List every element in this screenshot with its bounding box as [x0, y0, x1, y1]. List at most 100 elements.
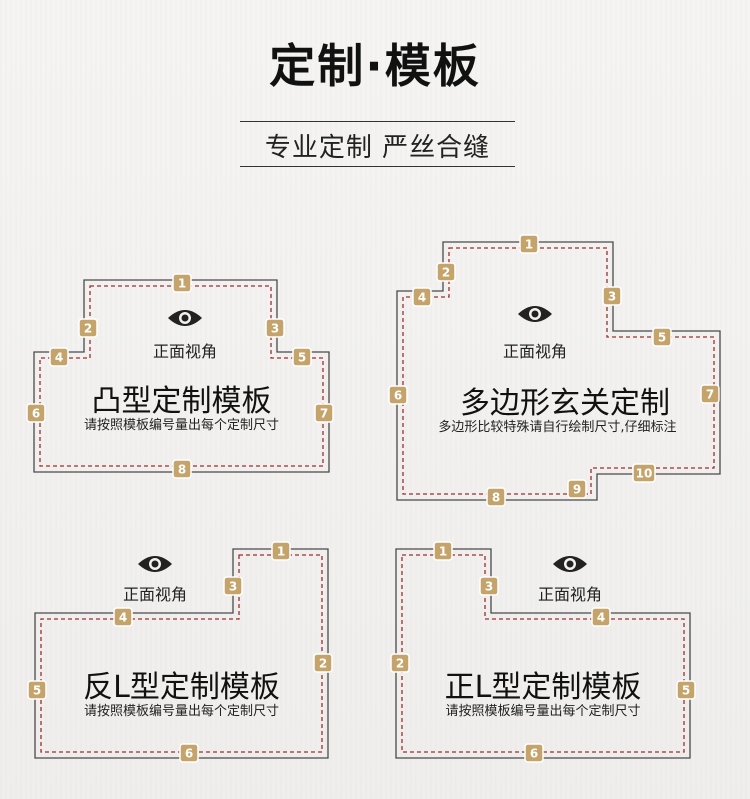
reverse-l-dashed-path	[40, 554, 323, 753]
edge-number-marker: 1	[271, 541, 291, 561]
marker-number: 7	[706, 388, 714, 402]
edge-number-marker: 5	[652, 327, 672, 347]
marker-number: 9	[573, 483, 581, 497]
edge-number-marker: 1	[172, 273, 192, 293]
edge-number-marker: 7	[700, 384, 720, 404]
edge-number-marker: 3	[479, 576, 499, 596]
marker-badge	[602, 286, 622, 306]
edge-number-marker: 5	[27, 680, 47, 700]
edge-number-marker: 4	[49, 347, 69, 367]
marker-number: 10	[636, 467, 653, 481]
marker-badge	[172, 273, 192, 293]
shape-title: 多边形玄关定制	[460, 386, 670, 421]
marker-badge	[632, 463, 656, 483]
marker-badge	[113, 607, 133, 627]
edge-number-marker: 10	[632, 463, 656, 483]
edge-number-marker: 2	[313, 653, 333, 673]
edge-number-marker: 6	[26, 403, 46, 423]
edge-number-marker: 4	[591, 607, 611, 627]
view-label: 正面视角	[502, 342, 567, 361]
marker-badge	[265, 318, 285, 338]
marker-number: 8	[178, 463, 186, 477]
eye-icon	[167, 306, 203, 334]
edge-number-marker: 4	[113, 607, 133, 627]
marker-badge	[519, 234, 539, 254]
edge-number-marker: 2	[78, 318, 98, 338]
marker-number: 6	[185, 747, 193, 761]
marker-number: 2	[319, 657, 327, 671]
convex-dashed-path	[39, 285, 324, 467]
marker-badge	[390, 653, 410, 673]
shape-title: 正L型定制模板	[444, 670, 642, 705]
marker-badge	[313, 653, 333, 673]
marker-number: 1	[525, 238, 533, 252]
marker-number: 6	[530, 747, 538, 761]
reverse-l-outline	[34, 548, 329, 759]
edge-number-marker: 4	[412, 287, 432, 307]
marker-badge	[388, 385, 408, 405]
marker-number: 1	[178, 277, 186, 291]
marker-badge	[27, 680, 47, 700]
marker-number: 2	[84, 322, 92, 336]
marker-badge	[292, 347, 312, 367]
eye-icon	[137, 552, 173, 580]
marker-badge	[700, 384, 720, 404]
marker-number: 1	[439, 545, 447, 559]
marker-badge	[676, 680, 696, 700]
marker-number: 2	[442, 266, 450, 280]
marker-number: 2	[396, 657, 404, 671]
view-label: 正面视角	[152, 342, 217, 361]
edge-number-marker: 3	[265, 318, 285, 338]
marker-number: 3	[271, 322, 279, 336]
marker-badge	[591, 607, 611, 627]
marker-number: 8	[492, 491, 500, 505]
shape-note: 请按照模板编号量出每个定制尺寸	[445, 704, 641, 719]
shape-title: 反L型定制模板	[83, 670, 280, 705]
marker-number: 5	[658, 331, 666, 345]
edge-number-marker: 1	[433, 541, 453, 561]
l-dashed-path	[401, 554, 685, 753]
marker-badge	[271, 541, 291, 561]
edge-number-marker: 6	[179, 743, 199, 763]
marker-badge	[433, 541, 453, 561]
view-label: 正面视角	[122, 585, 187, 604]
marker-number: 4	[55, 351, 63, 365]
edge-number-marker: 9	[567, 479, 587, 499]
edge-number-marker: 8	[486, 487, 506, 507]
marker-number: 5	[33, 684, 41, 698]
edge-number-marker: 7	[314, 403, 334, 423]
shape-title: 凸型定制模板	[91, 384, 272, 419]
marker-badge	[436, 262, 456, 282]
view-label: 正面视角	[537, 585, 602, 604]
marker-number: 5	[682, 684, 690, 698]
edge-number-marker: 1	[519, 234, 539, 254]
marker-badge	[479, 576, 499, 596]
marker-number: 3	[485, 580, 493, 594]
marker-badge	[314, 403, 334, 423]
eye-icon	[517, 302, 553, 330]
marker-number: 4	[597, 611, 605, 625]
marker-badge	[652, 327, 672, 347]
marker-badge	[78, 318, 98, 338]
edge-number-marker: 3	[602, 286, 622, 306]
marker-badge	[49, 347, 69, 367]
page-title: 定制·模板	[269, 39, 481, 93]
marker-number: 3	[229, 580, 237, 594]
edge-number-marker: 6	[524, 743, 544, 763]
marker-number: 5	[298, 351, 306, 365]
marker-number: 6	[394, 389, 402, 403]
marker-badge	[412, 287, 432, 307]
edge-number-marker: 2	[390, 653, 410, 673]
shape-note: 多边形比较特殊请自行绘制尺寸,仔细标注	[438, 420, 677, 435]
marker-number: 6	[32, 407, 40, 421]
shape-note: 请按照模板编号量出每个定制尺寸	[83, 704, 279, 719]
shape-note: 请按照模板编号量出每个定制尺寸	[83, 418, 279, 433]
marker-badge	[524, 743, 544, 763]
marker-number: 4	[418, 291, 426, 305]
marker-badge	[26, 403, 46, 423]
edge-number-marker: 6	[388, 385, 408, 405]
